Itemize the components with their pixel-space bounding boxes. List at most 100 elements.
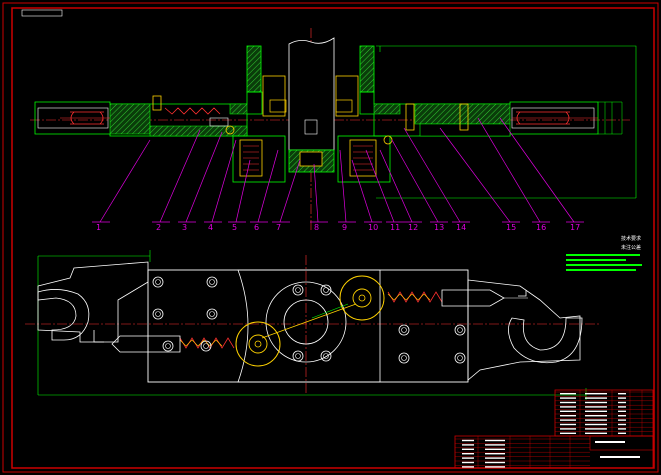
parts-list-rows (555, 390, 653, 436)
left-spring (164, 107, 221, 115)
plan-dim-left (37, 250, 151, 395)
center-boss-outer (265, 281, 347, 363)
bolt-hole (206, 308, 218, 320)
leader-line (185, 131, 223, 223)
parts-list-cell-mark (618, 419, 626, 421)
leader-line (477, 117, 541, 223)
leader-line (279, 159, 301, 223)
title-block-code-bar (600, 456, 640, 458)
part-number-label: 10 (368, 223, 378, 232)
left-hub-upper (246, 45, 262, 93)
center-screw (304, 119, 318, 135)
parts-list-cell-mark (618, 393, 626, 395)
parts-list-cell-mark (618, 397, 626, 399)
plan-leader (311, 303, 349, 319)
parts-list-cell-mark (560, 423, 576, 426)
dim-right-step (598, 101, 623, 135)
title-block-cell-mark (485, 466, 505, 468)
shaft-collar-right (335, 99, 353, 113)
tech-note-line-1 (566, 254, 640, 256)
leader-line (211, 139, 237, 223)
leader-line (99, 139, 151, 223)
bolt-hole-inner (209, 311, 215, 317)
cam-link (261, 303, 357, 339)
parts-list-cell-mark (560, 428, 576, 430)
bolt-hole (398, 352, 410, 364)
center-boss (237, 269, 381, 383)
parts-list-cell-mark (585, 428, 607, 430)
bolt-hole-inner (457, 355, 463, 361)
bolt-hole-inner (165, 343, 171, 349)
parts-list-cell-mark (560, 419, 576, 421)
part-number-label: 6 (254, 223, 259, 232)
right-cam-hub (352, 288, 372, 308)
bolt-hole-inner (295, 353, 301, 359)
right-bearing-housing (337, 135, 391, 183)
parts-list-cell-mark (585, 423, 607, 426)
leader-line (365, 149, 395, 223)
right-cam-wheel (339, 275, 385, 321)
right-bearing-rollers (353, 145, 373, 171)
right-arm-hatch (373, 103, 401, 115)
bolt-hole-inner (209, 279, 215, 285)
section-view (30, 28, 637, 232)
parts-list-cell-mark (618, 410, 626, 412)
title-block-cell-mark (485, 461, 505, 464)
shaft-collar-left (269, 99, 287, 113)
right-plan-spring-2 (387, 293, 431, 301)
part-number-label: 16 (536, 223, 546, 232)
left-roller (70, 111, 104, 125)
left-hub-bore (262, 75, 286, 117)
parts-list-cell-mark (560, 415, 576, 417)
left-bearing (239, 139, 263, 177)
title-block-cell-mark (462, 461, 474, 464)
parts-list-cell-mark (585, 393, 607, 395)
leader-line (391, 139, 439, 223)
title-block-cell-mark (485, 453, 505, 455)
bolt-hole-inner (295, 287, 301, 293)
parts-list-cell-mark (560, 397, 576, 399)
right-hub-upper (359, 45, 375, 93)
bolt-hole (320, 284, 332, 296)
bolt-hole-inner (155, 311, 161, 317)
title-block-cell-mark (462, 444, 474, 446)
part-number-label: 15 (506, 223, 516, 232)
left-plan-spring-2 (179, 339, 223, 347)
center-boss-inner (283, 299, 329, 345)
parts-list-cell-mark (560, 401, 576, 404)
bolt-hole (292, 284, 304, 296)
tech-note-line-2 (566, 259, 626, 261)
title-block-cell-mark (462, 453, 474, 455)
title-block-cell-mark (485, 439, 505, 442)
left-plan-arm (37, 261, 149, 343)
parts-list-cell-mark (560, 410, 576, 412)
leader-line (403, 127, 461, 223)
right-bolt (405, 103, 415, 131)
part-number-label: 9 (342, 223, 347, 232)
bolt-hole-inner (457, 327, 463, 333)
bolt-hole-inner (155, 279, 161, 285)
tech-note-sub: 未注公差 (621, 244, 641, 251)
parts-list-cell-mark (585, 397, 607, 399)
part-number-label: 7 (276, 223, 281, 232)
part-number-label: 1 (96, 223, 101, 232)
leader-line (257, 149, 279, 223)
right-small-pin (383, 135, 393, 145)
bolt-hole (292, 350, 304, 362)
leader-line (379, 149, 413, 223)
parts-list-cell-mark (585, 401, 607, 404)
title-block-cell-mark (462, 448, 474, 450)
dim-top-right (376, 45, 637, 198)
parts-list (554, 389, 654, 437)
title-block-rows (455, 436, 590, 468)
bolt-hole-inner (203, 343, 209, 349)
bolt-hole (320, 350, 332, 362)
left-arm-hatch-2 (149, 125, 248, 137)
center-nut (299, 151, 323, 167)
title-block-name-bar (595, 441, 625, 443)
bolt-hole (162, 340, 174, 352)
parts-list-cell-mark (585, 432, 607, 434)
left-cam-pin (254, 340, 262, 348)
